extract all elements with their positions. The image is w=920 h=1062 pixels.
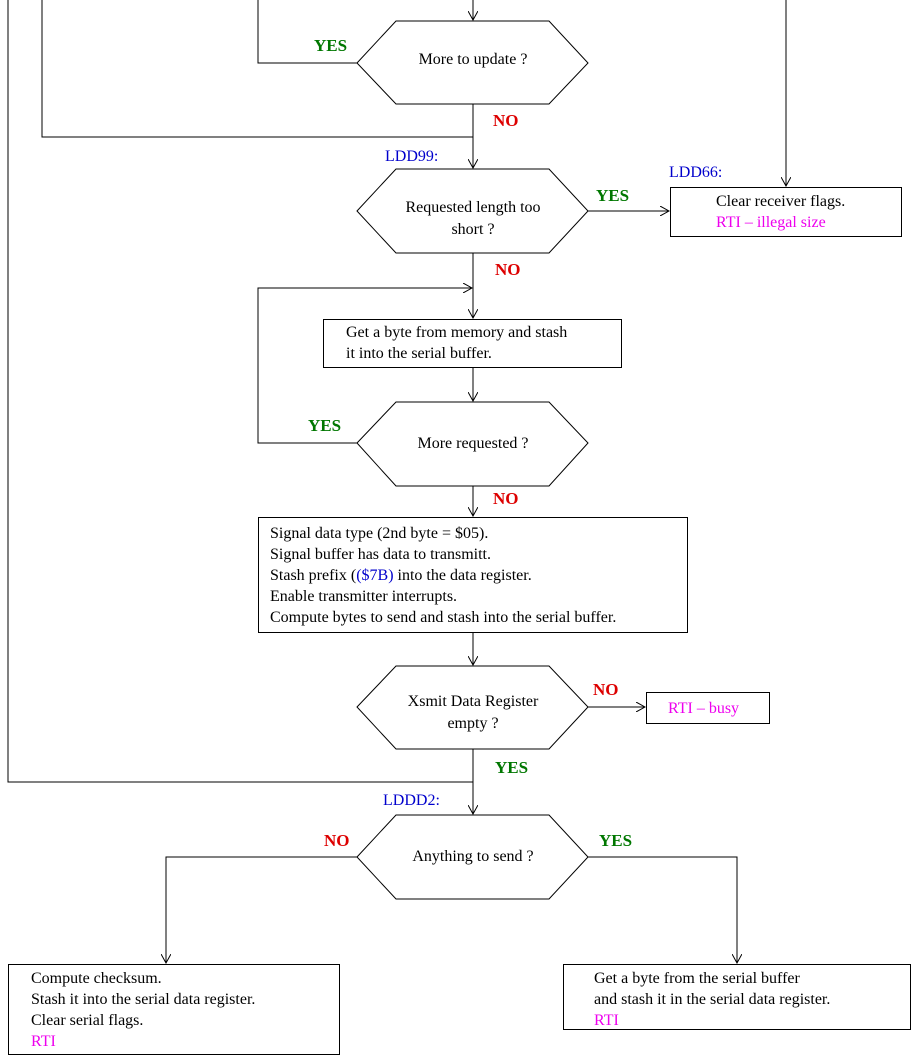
process-get-byte-serial: Get a byte from the serial buffer and st… (563, 964, 911, 1030)
decision-label-requested-length: Requested length too short ? (380, 197, 566, 241)
tag-no-2: NO (495, 260, 521, 279)
decision-diamond-xsmit-empty (356, 665, 589, 750)
address-ldd66: LDD66: (669, 164, 723, 181)
decision-line-1: Requested length too (405, 199, 541, 216)
process-get-byte-memory: Get a byte from memory and stash it into… (323, 319, 622, 368)
box-line: Get a byte from memory and stash (346, 324, 568, 341)
box-line-rti: RTI – busy (668, 700, 740, 717)
process-rti-busy: RTI – busy (646, 692, 770, 724)
decision-label-more-requested: More requested ? (417, 435, 529, 452)
decision-label-xsmit-empty: Xsmit Data Register empty ? (380, 691, 566, 735)
tag-no-5: NO (324, 831, 350, 850)
tag-yes-4: YES (495, 758, 529, 777)
connector-d5-yes (588, 856, 737, 963)
connector-yes-loop-1 (257, 0, 357, 64)
box-line: Signal buffer has data to transmitt. (270, 546, 491, 563)
box-line-rti: RTI – illegal size (716, 214, 826, 231)
box-code: ($7B) (356, 567, 394, 584)
connector-yes-loop-3 (257, 288, 472, 444)
tag-yes-5: YES (599, 831, 633, 850)
connector-outer-left (7, 0, 473, 783)
decision-line-2: empty ? (447, 715, 499, 732)
box-line: Enable transmitter interrupts. (270, 588, 458, 605)
decision-diamond-more-requested (356, 401, 589, 487)
tag-no-3: NO (493, 489, 519, 508)
address-lddd2: LDDD2: (383, 792, 440, 809)
connector-left-join (41, 0, 473, 138)
box-line: Get a byte from the serial buffer (594, 970, 800, 987)
decision-line-2: short ? (451, 221, 495, 238)
process-compute-checksum: Compute checksum. Stash it into the seri… (8, 964, 340, 1055)
tag-yes-3: YES (308, 416, 342, 435)
connector-d5-no (166, 856, 357, 963)
box-line: it into the serial buffer. (346, 345, 492, 362)
decision-diamond-anything-to-send (356, 814, 589, 900)
tag-no-4: NO (593, 680, 619, 699)
tag-yes-1: YES (314, 36, 348, 55)
box-line: Stash it into the serial data register. (31, 991, 256, 1008)
tag-no-1: NO (493, 111, 519, 130)
decision-label-anything-to-send: Anything to send ? (412, 848, 534, 865)
box-line: and stash it in the serial data register… (594, 991, 831, 1008)
box-line: Compute bytes to send and stash into the… (270, 609, 617, 626)
box-line: Stash prefix (($7B) into the data regist… (270, 565, 687, 586)
process-clear-receiver: Clear receiver flags. RTI – illegal size (670, 187, 902, 237)
box-line: Clear receiver flags. (716, 193, 846, 210)
box-line: Compute checksum. (31, 970, 162, 987)
address-ldd99: LDD99: (385, 148, 439, 165)
box-line-rti: RTI (594, 1012, 619, 1029)
tag-yes-2: YES (596, 186, 630, 205)
process-signal-data: Signal data type (2nd byte = $05). Signa… (258, 517, 688, 633)
box-text: into the data register. (393, 567, 532, 584)
decision-label-more-to-update: More to update ? (418, 51, 528, 68)
decision-diamond-more-to-update (356, 20, 589, 105)
box-line: Clear serial flags. (31, 1012, 144, 1029)
decision-diamond-requested-length (356, 168, 589, 254)
box-text: Stash prefix ( (270, 567, 357, 584)
box-line: Signal data type (2nd byte = $05). (270, 525, 489, 542)
decision-line-1: Xsmit Data Register (407, 693, 539, 710)
box-line-rti: RTI (31, 1033, 56, 1050)
